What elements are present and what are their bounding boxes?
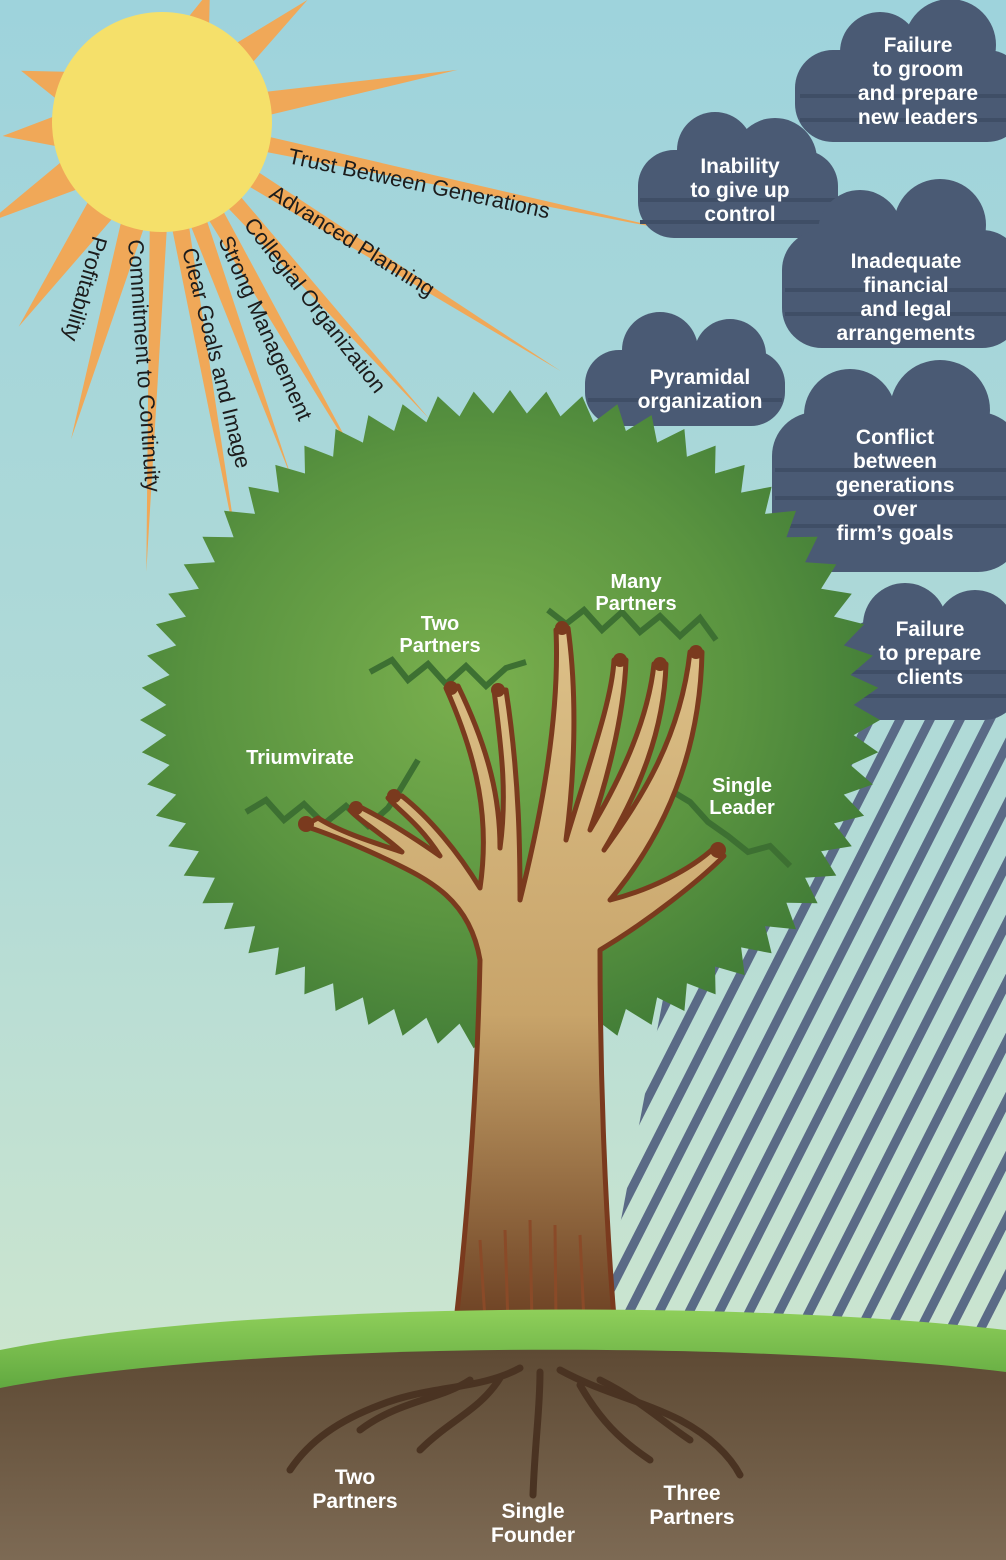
root-label-three-partners: Partners (649, 1506, 734, 1529)
root-label-three-partners: Three (663, 1482, 720, 1505)
branch-label-single-leader: Single (712, 775, 772, 797)
cloud-line: arrangements (837, 322, 976, 345)
cloud-line: generations (835, 474, 954, 497)
tree-roots (286, 1364, 744, 1499)
cloud-line: Failure (884, 34, 953, 57)
rain-streaks (600, 697, 1006, 1330)
tree-trunk (298, 621, 727, 1333)
cloud-line: control (704, 203, 775, 226)
soil (0, 1349, 1006, 1560)
sun-ray (204, 203, 362, 469)
cloud-line: organization (638, 390, 763, 413)
svg-text:Triumvirate: Triumvirate (246, 747, 354, 769)
sun-ray (187, 212, 292, 480)
cloud-line: new leaders (858, 106, 978, 129)
sun-ray (222, 190, 430, 420)
cloud-line: financial (863, 274, 948, 297)
cloud-line: to groom (873, 58, 964, 81)
branch-label-two-partners: Partners (399, 635, 480, 657)
branch-label-triumvirate: Triumvirate (246, 747, 354, 769)
sun (52, 12, 272, 232)
cloud-line: and legal (860, 298, 951, 321)
root-label-two-partners: Two (335, 1466, 375, 1489)
cloud-line: clients (897, 666, 964, 689)
cloud-line: over (873, 498, 917, 521)
cloud-line: Conflict (856, 426, 934, 449)
sun-ray (146, 221, 168, 572)
sun-rays (0, 0, 681, 572)
sun-ray (228, 0, 308, 70)
sun-ray (18, 193, 119, 327)
sun-ray (241, 167, 561, 372)
sun-ray (170, 218, 239, 556)
sun-ray (257, 135, 681, 233)
cloud-line: firm’s goals (836, 522, 953, 545)
sun-ray (257, 69, 458, 117)
root-label-two-partners: Partners (312, 1490, 397, 1513)
cloud-line: and prepare (858, 82, 978, 105)
root-label-single-founder: Founder (491, 1524, 575, 1547)
branch-label-single-leader: Leader (709, 797, 775, 819)
sun-ray (2, 113, 66, 148)
cloud-line: to prepare (879, 642, 982, 665)
cloud-line: to give up (690, 179, 789, 202)
cloud-line: between (853, 450, 937, 473)
branch-label-two-partners: Two (421, 613, 460, 635)
cloud-line: Failure (896, 618, 965, 641)
sun-ray (71, 214, 147, 440)
branch-label-many-partners: Many (610, 571, 662, 593)
cloud-line: Inadequate (851, 250, 962, 273)
root-label-single-founder: Single (501, 1500, 564, 1523)
cloud-line: Inability (700, 155, 780, 178)
branch-label-many-partners: Partners (595, 593, 676, 615)
cloud-line: Pyramidal (650, 366, 750, 389)
